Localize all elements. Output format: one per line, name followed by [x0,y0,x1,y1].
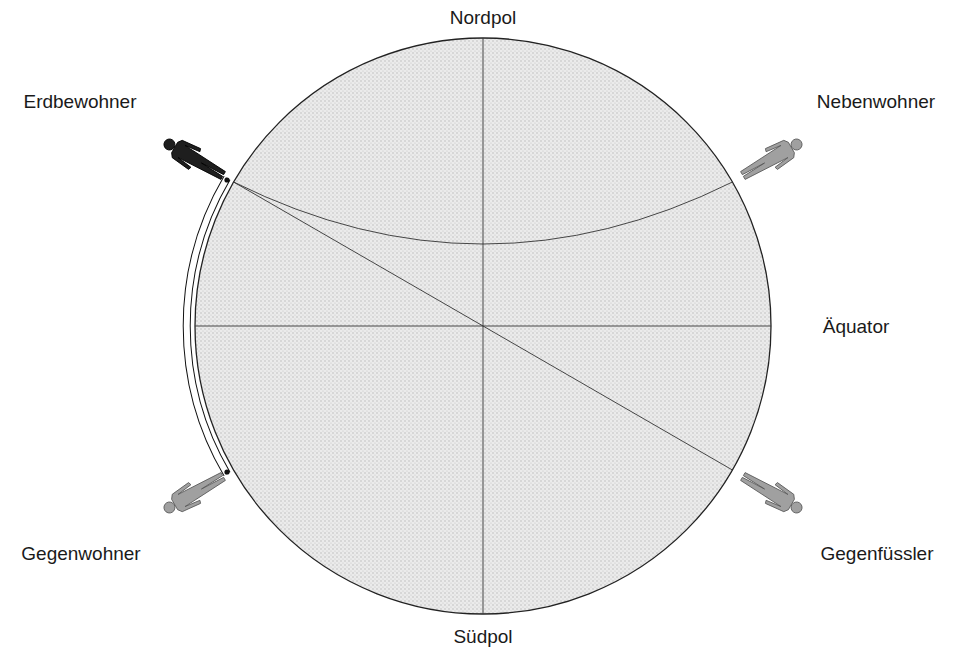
globe [195,38,771,614]
parallel-arc [234,182,733,244]
region-label: Äquator [823,316,890,339]
person-figure [159,466,229,521]
position-dot [224,469,229,474]
region-label: Gegenwohner [21,543,140,566]
person-figure [159,131,229,186]
person-figure [737,131,807,186]
diameter-line [234,182,733,470]
position-dot [224,177,229,182]
region-label: Südpol [453,626,512,649]
region-label: Nordpol [450,7,517,30]
region-label: Nebenwohner [817,91,935,114]
region-label: Erdbewohner [23,91,136,114]
person-figure [737,466,807,521]
region-label: Gegenfüssler [820,543,933,566]
